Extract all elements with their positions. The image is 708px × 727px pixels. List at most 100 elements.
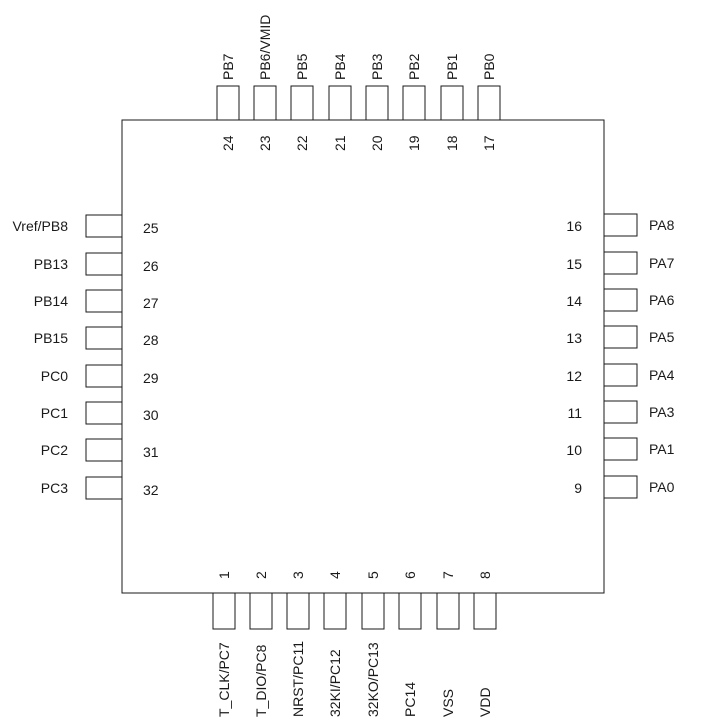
- pin-25-number: 25: [143, 220, 159, 236]
- pin-12-pad: [603, 363, 638, 387]
- pin-26-name: PB13: [34, 256, 68, 272]
- pin-8-pad: [473, 592, 497, 630]
- pin-17-name: PB0: [481, 53, 497, 80]
- pin-2-number: 2: [253, 571, 269, 579]
- pin-2-pad: [249, 592, 273, 630]
- pin-14-name: PA6: [649, 292, 675, 308]
- pin-9-name: PA0: [649, 479, 675, 495]
- pin-11-name: PA3: [649, 404, 675, 420]
- pin-11-pad: [603, 400, 638, 424]
- pin-15-name: PA7: [649, 255, 675, 271]
- pin-20-number: 20: [369, 135, 385, 151]
- pin-30-name: PC1: [41, 405, 68, 421]
- pin-1-name: T_CLK/PC7: [216, 642, 232, 717]
- pin-19-name: PB2: [406, 53, 422, 80]
- pin-9-pad: [603, 475, 638, 499]
- pin-23-name: PB6/VMID: [257, 15, 273, 80]
- pin-26-number: 26: [143, 258, 159, 274]
- pin-15-pad: [603, 251, 638, 275]
- pin-7-name: VSS: [440, 689, 456, 717]
- pin-29-name: PC0: [41, 368, 68, 384]
- swd-signal-label: T_DIO: [253, 676, 269, 717]
- pin-function-label: /PC7: [216, 642, 232, 673]
- pin-3-pad: [286, 592, 310, 630]
- pin-22-number: 22: [294, 135, 310, 151]
- pin-function-label: /PC8: [253, 644, 269, 675]
- pin-30-number: 30: [143, 407, 159, 423]
- pin-12-number: 12: [566, 368, 582, 384]
- pin-13-number: 13: [566, 330, 582, 346]
- pin-32-name: PC3: [41, 480, 68, 496]
- pin-8-name: VDD: [477, 687, 493, 717]
- pin-5-number: 5: [365, 571, 381, 579]
- pin-9-number: 9: [574, 480, 582, 496]
- pin-5-name: 32KO/PC13: [365, 642, 381, 717]
- pin-4-pad: [323, 592, 347, 630]
- pin-6-pad: [398, 592, 422, 630]
- pin-32-number: 32: [143, 482, 159, 498]
- pin-16-number: 16: [566, 218, 582, 234]
- pin-5-pad: [361, 592, 385, 630]
- pin-13-pad: [603, 325, 638, 349]
- pin-function-label: PC14: [402, 682, 418, 717]
- pin-16-name: PA8: [649, 217, 675, 233]
- pin-30-pad: [85, 401, 123, 425]
- pin-28-number: 28: [143, 332, 159, 348]
- pin-18-pad: [440, 85, 464, 121]
- pin-11-number: 11: [567, 405, 582, 421]
- pin-18-name: PB1: [444, 53, 460, 80]
- pin-27-name: PB14: [34, 293, 68, 309]
- pin-16-pad: [603, 213, 638, 237]
- pin-function-label: NRST/PC11: [290, 641, 306, 717]
- pin-31-number: 31: [143, 444, 159, 460]
- pin-3-name: NRST/PC11: [290, 641, 306, 717]
- pin-1-pad: [212, 592, 236, 630]
- pin-2-name: T_DIO/PC8: [253, 644, 269, 717]
- pin-18-number: 18: [444, 135, 460, 151]
- pin-25-pad: [85, 214, 123, 238]
- pin-31-name: PC2: [41, 442, 68, 458]
- pin-22-pad: [290, 85, 314, 121]
- pin-7-pad: [436, 592, 460, 630]
- pin-19-pad: [402, 85, 426, 121]
- pin-4-name: 32KI/PC12: [327, 649, 343, 717]
- pin-13-name: PA5: [649, 329, 675, 345]
- pin-6-name: PC14: [402, 682, 418, 717]
- swd-signal-label: T_CLK: [216, 673, 232, 717]
- pins-layer: PB724PB6/VMID23PB522PB421PB320PB219PB118…: [12, 15, 674, 717]
- pin-24-number: 24: [220, 135, 236, 151]
- pin-21-name: PB4: [332, 53, 348, 80]
- pin-10-name: PA1: [649, 441, 675, 457]
- pin-28-name: PB15: [34, 330, 68, 346]
- pin-15-number: 15: [566, 256, 582, 272]
- pin-17-pad: [477, 85, 501, 121]
- pin-24-name: PB7: [220, 53, 236, 80]
- pin-19-number: 19: [406, 135, 422, 151]
- pin-28-pad: [85, 326, 123, 350]
- pin-function-label: VDD: [477, 687, 493, 717]
- pin-12-name: PA4: [649, 367, 675, 383]
- pin-3-number: 3: [290, 571, 306, 579]
- pin-22-name: PB5: [294, 53, 310, 80]
- pin-1-number: 1: [216, 571, 232, 579]
- pin-10-number: 10: [566, 442, 582, 458]
- pin-29-number: 29: [143, 370, 159, 386]
- pin-14-pad: [603, 288, 638, 312]
- pin-27-pad: [85, 289, 123, 313]
- pin-17-number: 17: [481, 135, 497, 151]
- pin-23-number: 23: [257, 135, 273, 151]
- pin-24-pad: [216, 85, 240, 121]
- pin-27-number: 27: [143, 295, 159, 311]
- pin-function-label: 32KO/PC13: [365, 642, 381, 717]
- pin-20-pad: [365, 85, 389, 121]
- pin-25-name: Vref/PB8: [12, 218, 68, 234]
- pin-32-pad: [85, 476, 123, 500]
- chip-body: [121, 119, 605, 594]
- pin-4-number: 4: [327, 571, 343, 579]
- pin-8-number: 8: [477, 571, 493, 579]
- pin-6-number: 6: [402, 571, 418, 579]
- pin-10-pad: [603, 437, 638, 461]
- pin-31-pad: [85, 438, 123, 462]
- pin-29-pad: [85, 364, 123, 388]
